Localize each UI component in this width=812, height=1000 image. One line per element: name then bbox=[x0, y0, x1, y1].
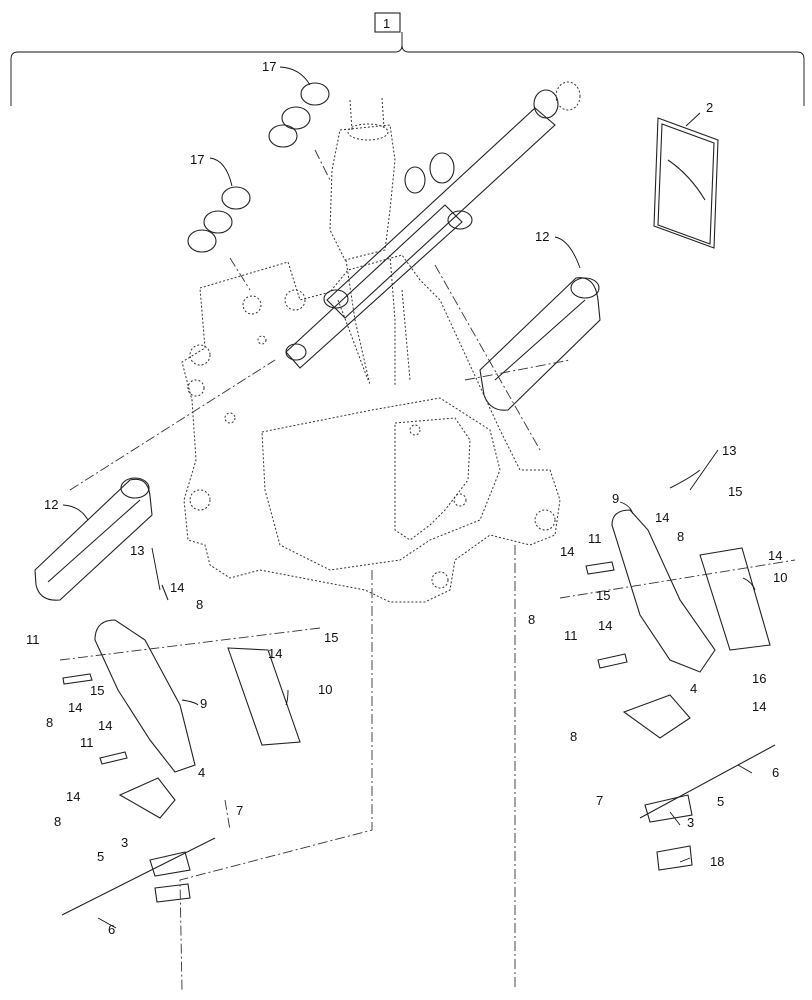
callout-8-4: 8 bbox=[677, 529, 684, 544]
callout-16: 16 bbox=[752, 671, 766, 686]
callout-12-left: 12 bbox=[44, 497, 58, 512]
callout-14-4: 14 bbox=[98, 718, 112, 733]
loader-frame bbox=[181, 97, 561, 603]
callout-14-7: 14 bbox=[560, 544, 574, 559]
callout-15-4: 15 bbox=[596, 588, 610, 603]
guard-left bbox=[34, 477, 153, 601]
lift-cylinders bbox=[285, 81, 581, 369]
callout-8-3: 8 bbox=[54, 814, 61, 829]
assembly-label: 1 bbox=[383, 16, 390, 31]
callout-17b: 17 bbox=[190, 152, 204, 167]
callout-11-1: 11 bbox=[26, 632, 40, 647]
callout-4-left: 4 bbox=[198, 765, 205, 780]
callout-14-2: 14 bbox=[268, 646, 282, 661]
callout-11-2: 11 bbox=[80, 735, 94, 750]
callout-9-right: 9 bbox=[612, 491, 619, 506]
callout-11-3: 11 bbox=[588, 531, 602, 546]
callout-15-1: 15 bbox=[324, 630, 338, 645]
callout-14-5: 14 bbox=[66, 789, 80, 804]
leader-lines bbox=[62, 66, 756, 929]
callout-15-2: 15 bbox=[90, 683, 104, 698]
assembly-bracket: 1 bbox=[10, 12, 805, 106]
callout-14-8: 14 bbox=[768, 548, 782, 563]
callout-7-right: 7 bbox=[596, 793, 603, 808]
left-hardware bbox=[59, 584, 321, 916]
guard-right bbox=[479, 277, 601, 411]
callout-3-left: 3 bbox=[121, 835, 128, 850]
callout-12-right: 12 bbox=[535, 229, 549, 244]
centerlines bbox=[69, 264, 571, 991]
callout-4-right: 4 bbox=[690, 681, 697, 696]
callout-10-left: 10 bbox=[318, 682, 332, 697]
callout-8-1: 8 bbox=[196, 597, 203, 612]
callout-14-6: 14 bbox=[655, 510, 669, 525]
callout-8-6: 8 bbox=[570, 729, 577, 744]
callout-labels: 2 17 17 12 12 13 13 14 14 14 14 14 14 14… bbox=[26, 59, 787, 937]
ring-clamps bbox=[187, 82, 331, 291]
callout-5-right: 5 bbox=[717, 794, 724, 809]
callout-5-left: 5 bbox=[97, 849, 104, 864]
callout-13-left: 13 bbox=[130, 543, 144, 558]
callout-3-right: 3 bbox=[687, 815, 694, 830]
callout-6-right: 6 bbox=[772, 765, 779, 780]
callout-17a: 17 bbox=[262, 59, 276, 74]
callout-13-right: 13 bbox=[722, 443, 736, 458]
callout-18: 18 bbox=[710, 854, 724, 869]
callout-9-left: 9 bbox=[200, 696, 207, 711]
callout-15-3: 15 bbox=[728, 484, 742, 499]
callout-10-right: 10 bbox=[773, 570, 787, 585]
right-hardware bbox=[559, 469, 796, 871]
callout-2: 2 bbox=[706, 100, 713, 115]
manual-book bbox=[653, 117, 719, 249]
callout-8-5: 8 bbox=[528, 612, 535, 627]
callout-7-left: 7 bbox=[236, 803, 243, 818]
callout-14-9: 14 bbox=[598, 618, 612, 633]
callout-8-2: 8 bbox=[46, 715, 53, 730]
assembly-label-box bbox=[374, 12, 401, 33]
callout-11-4: 11 bbox=[564, 628, 578, 643]
callout-6-left: 6 bbox=[108, 922, 115, 937]
callout-14-3: 14 bbox=[68, 700, 82, 715]
callout-14-1: 14 bbox=[170, 580, 184, 595]
callout-14-10: 14 bbox=[752, 699, 766, 714]
